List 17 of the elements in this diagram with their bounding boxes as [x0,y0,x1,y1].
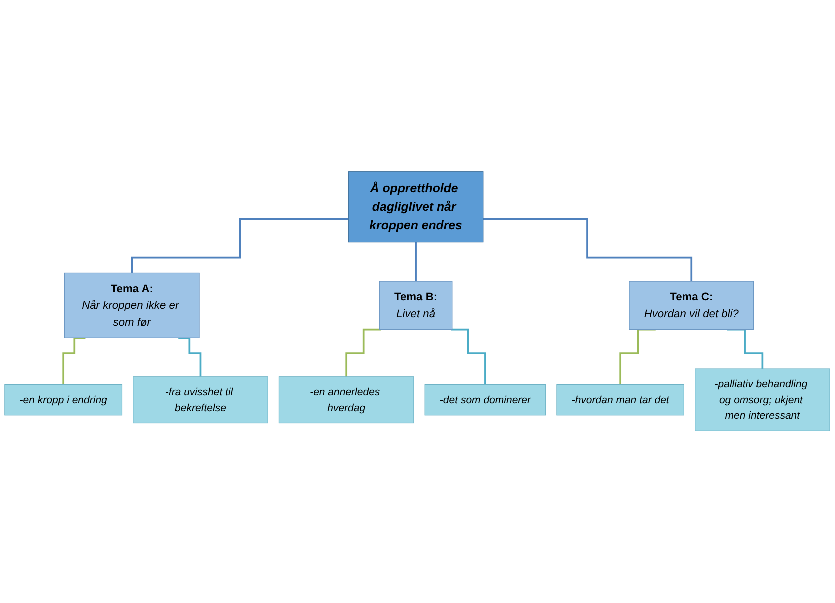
node-box: Tema C: Hvordan vil det bli? [629,281,754,330]
node-box: -en annerledes hverdag [278,376,414,424]
connector [450,328,486,386]
connector [131,218,349,274]
node-box: Å opprettholde dagliglivet når kroppen endres [348,172,484,243]
node-box: -hvordan man tar det [556,384,684,416]
connector [415,241,417,282]
node-box: -palliativ behandling og omsorg; ukjent men interessant [695,368,830,432]
connector [346,328,382,378]
connector [620,328,656,386]
node-box: -det som dominerer [424,384,546,416]
node-box: Tema A: Når kroppen ikke er som før [64,272,200,338]
node-box: -en kropp i endring [4,384,123,416]
node-box: -fra uvisshet til bekreftelse [133,376,268,424]
connector [727,328,764,370]
node-box: Tema B: Livet nå [379,281,453,330]
connector [483,218,693,282]
